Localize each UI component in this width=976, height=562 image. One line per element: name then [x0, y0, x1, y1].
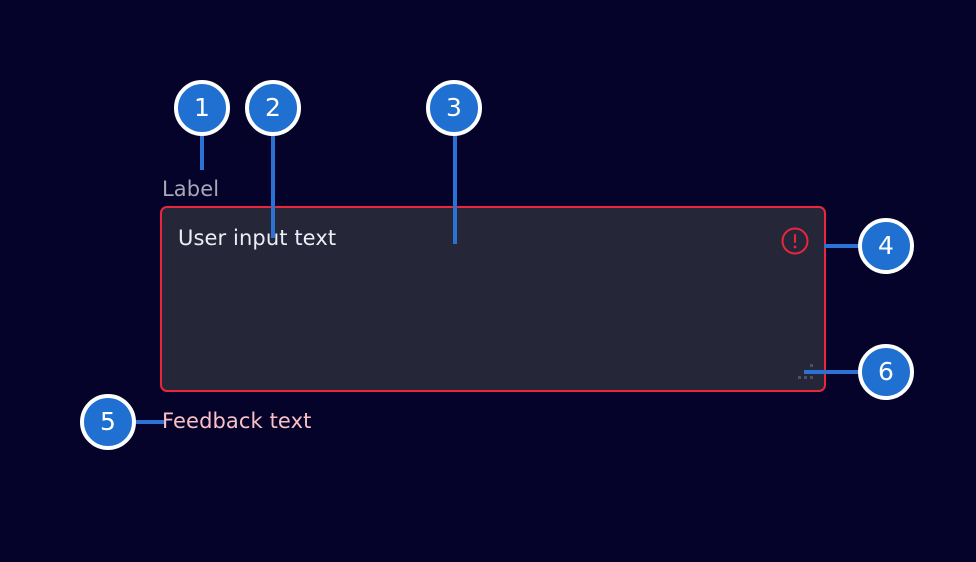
leader-line-1 — [200, 128, 204, 170]
leader-line-5 — [130, 420, 164, 424]
leader-line-3 — [453, 128, 457, 244]
callout-badge-3[interactable]: 3 — [426, 80, 482, 136]
callout-badge-5[interactable]: 5 — [80, 394, 136, 450]
input-value-text[interactable]: User input text — [178, 226, 337, 250]
leader-line-2 — [271, 128, 275, 238]
leader-line-4 — [824, 244, 862, 248]
leader-line-6 — [804, 370, 862, 374]
callout-badge-6[interactable]: 6 — [858, 344, 914, 400]
feedback-text: Feedback text — [162, 409, 312, 433]
textarea-field[interactable]: User input text — [160, 206, 826, 392]
callout-badge-2[interactable]: 2 — [245, 80, 301, 136]
field-label: Label — [162, 177, 220, 201]
form-field-group: Label User input text — [160, 176, 826, 392]
callout-badge-4[interactable]: 4 — [858, 218, 914, 274]
callout-badge-1[interactable]: 1 — [174, 80, 230, 136]
error-exclamation-icon — [780, 226, 810, 256]
